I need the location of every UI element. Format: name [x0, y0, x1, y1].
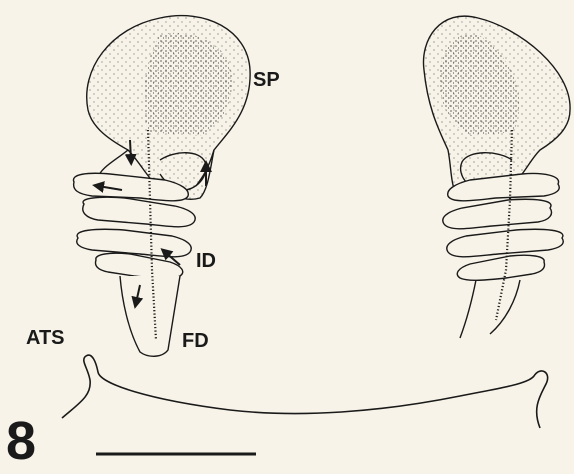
left-coil-2	[83, 197, 195, 227]
figure-number: 8	[6, 414, 36, 468]
label-fd: FD	[182, 331, 209, 351]
right-spermatheca	[423, 16, 570, 338]
label-ats: ATS	[26, 328, 65, 348]
label-sp: SP	[253, 70, 280, 90]
right-coil-4	[457, 255, 544, 280]
left-coil-3	[77, 229, 191, 257]
atrium-outline	[62, 355, 548, 428]
right-coil-3	[447, 229, 563, 257]
arrow-1	[130, 140, 131, 160]
left-fd	[120, 276, 180, 356]
right-fd	[460, 280, 520, 338]
label-id: ID	[196, 251, 216, 271]
right-coil-2	[443, 199, 552, 229]
